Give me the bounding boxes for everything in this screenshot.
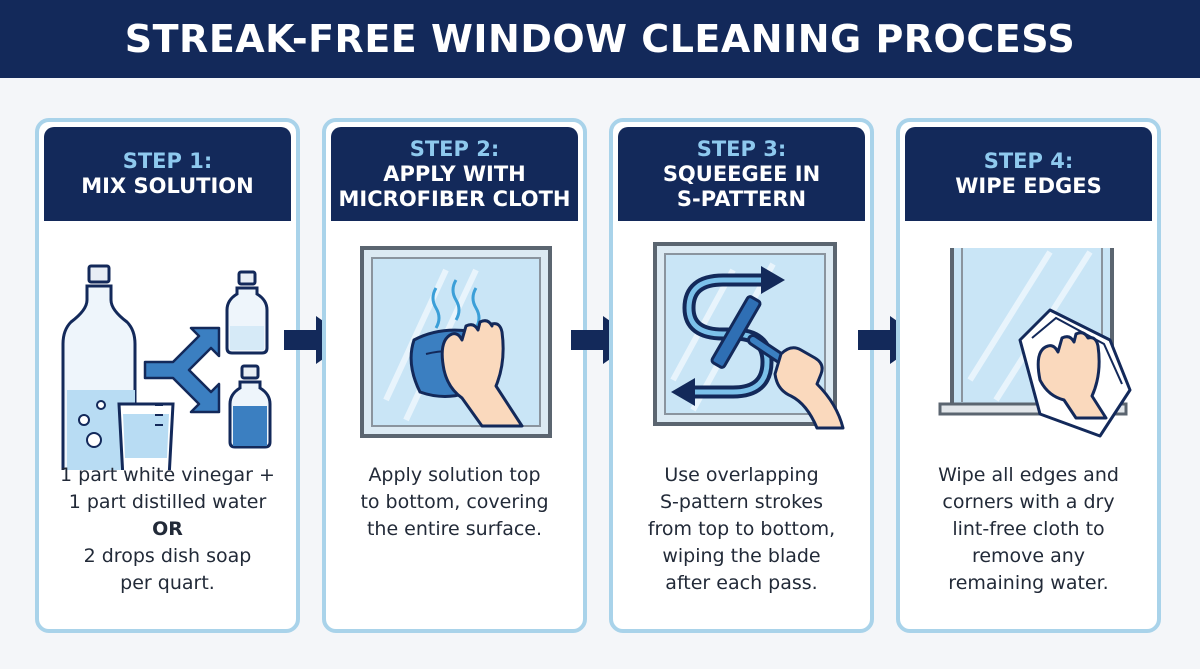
step-label: STEP 3: [696, 136, 787, 161]
step-arrow-icon [858, 316, 924, 364]
description-line: S-pattern strokes [659, 491, 824, 513]
step-header-1: STEP 1: MIX SOLUTION [44, 127, 291, 221]
hand-wiping-window-edge-icon [938, 248, 1132, 438]
description-line: 1 part white vinegar + [60, 464, 275, 486]
step-label: STEP 2: [409, 136, 500, 161]
step-card-4: STEP 4: WIPE EDGES Wipe all edges and co… [896, 118, 1161, 633]
step-title: APPLY WITH [383, 161, 526, 186]
step-description: Wipe all edges and corners with a dry li… [908, 462, 1149, 597]
description-line: remaining water. [948, 572, 1109, 594]
bottles-and-measuring-cup-icon [61, 264, 272, 470]
step-header-3: STEP 3: SQUEEGEE IN S-PATTERN [618, 127, 865, 221]
title-banner: STREAK-FREE WINDOW CLEANING PROCESS [0, 0, 1200, 78]
step-title: MICROFIBER CLOTH [338, 186, 571, 211]
description-line: per quart. [120, 572, 215, 594]
step-title: MIX SOLUTION [81, 174, 254, 198]
step-description: Apply solution top to bottom, covering t… [334, 462, 575, 543]
step-arrow-icon [571, 316, 637, 364]
hand-with-cloth-on-window-icon [360, 246, 552, 438]
description-line: Apply solution top [368, 464, 541, 486]
description-line: 2 drops dish soap [83, 545, 252, 567]
description-line: 1 part distilled water [68, 491, 267, 513]
step-title: SQUEEGEE IN [662, 161, 821, 186]
step-card-3: STEP 3: SQUEEGEE IN S-PATTERN Use overla… [609, 118, 874, 633]
page-title: STREAK-FREE WINDOW CLEANING PROCESS [124, 17, 1076, 61]
description-line: remove any [971, 545, 1086, 567]
squeegee-s-pattern-icon [653, 242, 845, 430]
description-line: lint-free cloth to [952, 518, 1105, 540]
description-line: to bottom, covering [360, 491, 549, 513]
step-title: WIPE EDGES [955, 174, 1102, 198]
description-line: Use overlapping [664, 464, 819, 486]
description-line: the entire surface. [366, 518, 543, 540]
step-card-2: STEP 2: APPLY WITH MICROFIBER CLOTH Appl… [322, 118, 587, 633]
step-description: 1 part white vinegar + 1 part distilled … [47, 462, 288, 597]
step-label: STEP 1: [122, 149, 213, 173]
step-label: STEP 4: [983, 149, 1074, 173]
step-header-2: STEP 2: APPLY WITH MICROFIBER CLOTH [331, 127, 578, 221]
description-line: after each pass. [665, 572, 818, 594]
step-card-1: STEP 1: MIX SOLUTION 1 part white vinega… [35, 118, 300, 633]
step-title: S-PATTERN [676, 186, 807, 211]
description-line: from top to bottom, [647, 518, 836, 540]
step-header-4: STEP 4: WIPE EDGES [905, 127, 1152, 221]
description-line: wiping the blade [662, 545, 821, 567]
step-description: Use overlapping S-pattern strokes from t… [621, 462, 862, 597]
step-arrow-icon [284, 316, 350, 364]
description-line: Wipe all edges and [938, 464, 1119, 486]
description-line: corners with a dry [942, 491, 1115, 513]
description-line-or: OR [152, 518, 183, 540]
